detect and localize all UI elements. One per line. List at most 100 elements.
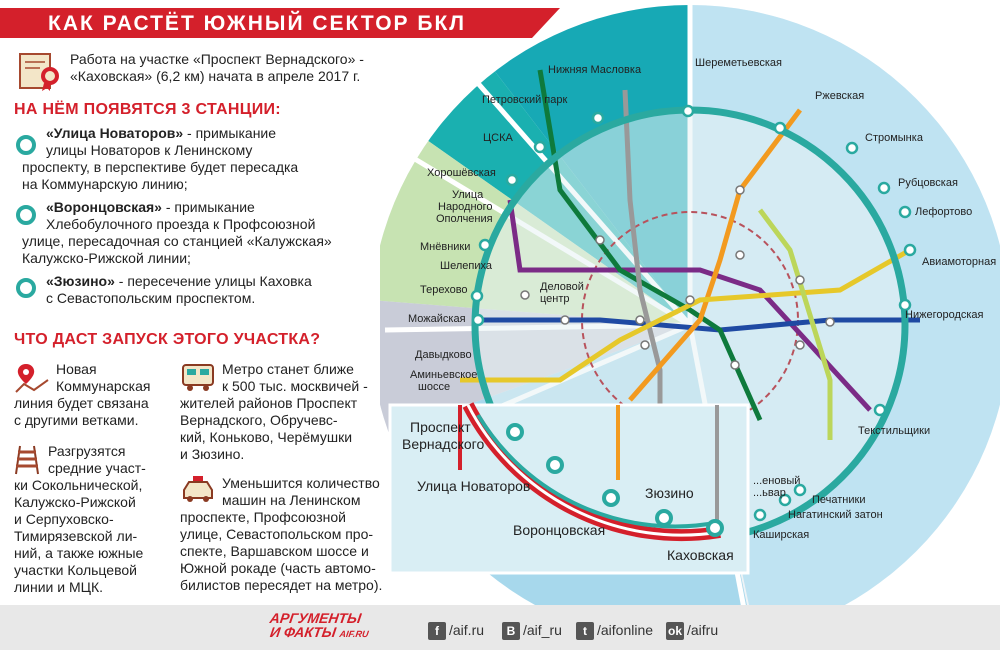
station-desc: - примыкание xyxy=(161,199,255,215)
inset-box xyxy=(388,403,750,575)
benefit-line: Тимирязевской ли- xyxy=(14,528,138,544)
label-stromynka: Стромынка xyxy=(865,132,924,144)
map-pin-icon xyxy=(14,362,50,396)
label-aviamotornaya: Авиамоторная xyxy=(922,256,996,268)
twitter-icon: t xyxy=(576,622,594,641)
inset-label-vorontsovskaya: Воронцовская xyxy=(513,522,605,538)
station-desc-line: улице, пересадочная со станцией «Калужск… xyxy=(22,233,332,249)
title-banner xyxy=(0,8,560,38)
station-name: «Воронцовская» xyxy=(46,199,162,215)
label-delovoy-2: центр xyxy=(540,293,570,305)
label-bulvar-partial: ...ьвар xyxy=(753,487,786,499)
ok-handle: /aifru xyxy=(687,622,719,638)
ok-link[interactable]: ok/aifru xyxy=(666,622,719,641)
footer xyxy=(0,605,1000,650)
line-grey xyxy=(622,89,663,450)
inset-label-vernadskogo-1: Проспект xyxy=(410,419,471,435)
label-varshavsky-partial: ...еновый xyxy=(753,475,800,487)
inset-arc-teal xyxy=(476,413,721,529)
facebook-handle: /aif.ru xyxy=(449,622,485,638)
intro-text: Работа на участке «Проспект Вернадского»… xyxy=(70,51,400,85)
benefit-text-4b: проспекте, Профсоюзной улице, Севастопол… xyxy=(180,509,400,594)
mcc-ring xyxy=(581,211,799,429)
station-desc: - пересечение улицы Каховка xyxy=(114,273,312,289)
ring-stations xyxy=(470,104,917,522)
benefit-line: спекте, Варшавском шоссе и xyxy=(180,543,369,559)
label-shelepikha: Шелепиха xyxy=(440,260,493,272)
aif-logo[interactable]: АРГУМЕНТЫ И ФАКТЫ AIF.RU xyxy=(268,610,380,645)
benefit-line: участки Кольцевой xyxy=(14,562,137,578)
stations-list: «Улица Новаторов» - примыкание улицы Нов… xyxy=(12,125,402,317)
vk-handle: /aif_ru xyxy=(523,622,562,638)
logo-site: AIF.RU xyxy=(338,629,370,639)
label-petrovsky-park: Петровский парк xyxy=(482,94,568,106)
benefit-line: линия будет связана xyxy=(14,395,149,411)
benefit-text-2b: ки Сокольнической, Калужско-Рижской и Се… xyxy=(14,477,184,596)
station-item-zyuzino: «Зюзино» - пересечение улицы Каховка с С… xyxy=(12,273,402,317)
benefit-line: средние участ- xyxy=(48,460,146,476)
benefit-text-3b: жителей районов Проспект Вернадского, Об… xyxy=(180,395,400,463)
metro-train-icon xyxy=(180,362,216,392)
metro-lines xyxy=(460,69,920,450)
label-davydkovo: Давыдково xyxy=(415,349,472,361)
benefit-text-4: Уменьшится количество машин на Ленинском xyxy=(222,475,392,509)
station-desc-line: Калужско-Рижской линии; xyxy=(22,250,191,266)
label-mozhayskaya: Можайская xyxy=(408,313,466,325)
facebook-link[interactable]: f/aif.ru xyxy=(428,622,485,641)
label-rzhevskaya: Ржевская xyxy=(815,90,864,102)
benefit-line: и Зюзино. xyxy=(180,446,245,462)
benefit-line: ки Сокольнической, xyxy=(14,477,143,493)
benefit-line: Метро станет ближе xyxy=(222,361,354,377)
station-desc-line: улицы Новаторов к Ленинскому xyxy=(46,142,253,158)
benefit-line: машин на Ленинском xyxy=(222,492,361,508)
benefit-line: билистов пересядет на метро). xyxy=(180,577,383,593)
inset-label-kakhovskaya: Каховская xyxy=(667,547,734,563)
page-title: КАК РАСТЁТ ЮЖНЫЙ СЕКТОР БКЛ xyxy=(48,12,467,35)
line-lightgreen xyxy=(758,208,833,440)
station-ring-icon xyxy=(16,205,36,225)
label-cska: ЦСКА xyxy=(483,132,513,144)
intro-line-1: Работа на участке «Проспект Вернадского»… xyxy=(70,51,364,67)
stations-heading: НА НЁМ ПОЯВЯТСЯ 3 СТАНЦИИ: xyxy=(14,101,281,118)
benefit-line: линии и МЦК. xyxy=(14,579,104,595)
station-name: «Улица Новаторов» xyxy=(46,125,184,141)
station-item-novatorov: «Улица Новаторов» - примыкание улицы Нов… xyxy=(12,125,402,197)
benefits-heading: ЧТО ДАСТ ЗАПУСК ЭТОГО УЧАСТКА? xyxy=(14,331,321,348)
label-mnevniki: Мнёвники xyxy=(420,241,470,253)
logo-bottom: И ФАКТЫ xyxy=(269,624,338,640)
document-stamp-icon xyxy=(18,50,62,92)
line-green xyxy=(537,69,763,422)
benefit-line: ний, а также южные xyxy=(14,545,144,561)
station-name: «Зюзино» xyxy=(46,273,115,289)
label-nizhnyaya-maslovka: Нижняя Масловка xyxy=(548,64,642,76)
label-narodnoe-1: Улица xyxy=(452,189,484,201)
benefit-text-1: Новая Коммунарская xyxy=(56,361,166,395)
benefit-text-2: Разгрузятся средние участ- xyxy=(48,443,178,477)
label-aminevskoe-1: Аминьевское xyxy=(410,369,477,381)
benefit-line: улице, Севастопольском про- xyxy=(180,526,374,542)
benefit-line: к 500 тыс. москвичей - xyxy=(222,378,368,394)
inset-lines xyxy=(458,405,719,525)
facebook-icon: f xyxy=(428,622,446,641)
benefit-text-3: Метро станет ближе к 500 тыс. москвичей … xyxy=(222,361,392,395)
label-narodnoe-3: Ополчения xyxy=(436,213,493,225)
vk-link[interactable]: B/aif_ru xyxy=(502,622,562,641)
benefit-line: Новая xyxy=(56,361,97,377)
station-ring-icon xyxy=(16,278,36,298)
station-item-vorontsovskaya: «Воронцовская» - примыкание Хлебобулочно… xyxy=(12,197,402,273)
intro-line-2: «Каховская» (6,2 км) начата в апреле 201… xyxy=(70,68,361,84)
odnoklassniki-icon: ok xyxy=(666,622,684,641)
label-nizhegorodskaya: Нижегородская xyxy=(905,309,984,321)
inset-label-vernadskogo-2: Вернадского xyxy=(402,436,484,452)
label-lefortovo: Лефортово xyxy=(915,206,972,218)
label-delovoy-1: Деловой xyxy=(540,281,584,293)
logo-top: АРГУМЕНТЫ xyxy=(268,610,363,626)
metro-map: Шереметьевская Нижняя Масловка Петровски… xyxy=(380,0,1000,605)
inset-arc-white xyxy=(466,404,721,537)
inset-stations xyxy=(506,423,724,537)
benefit-line: Вернадского, Обручевс- xyxy=(180,412,338,428)
label-aminevskoe-2: шоссе xyxy=(418,381,450,393)
twitter-link[interactable]: t/aifonline xyxy=(576,622,653,641)
inset-label-novatorov: Улица Новаторов xyxy=(417,478,530,494)
label-nagatinsky: Нагатинский затон xyxy=(788,509,883,521)
